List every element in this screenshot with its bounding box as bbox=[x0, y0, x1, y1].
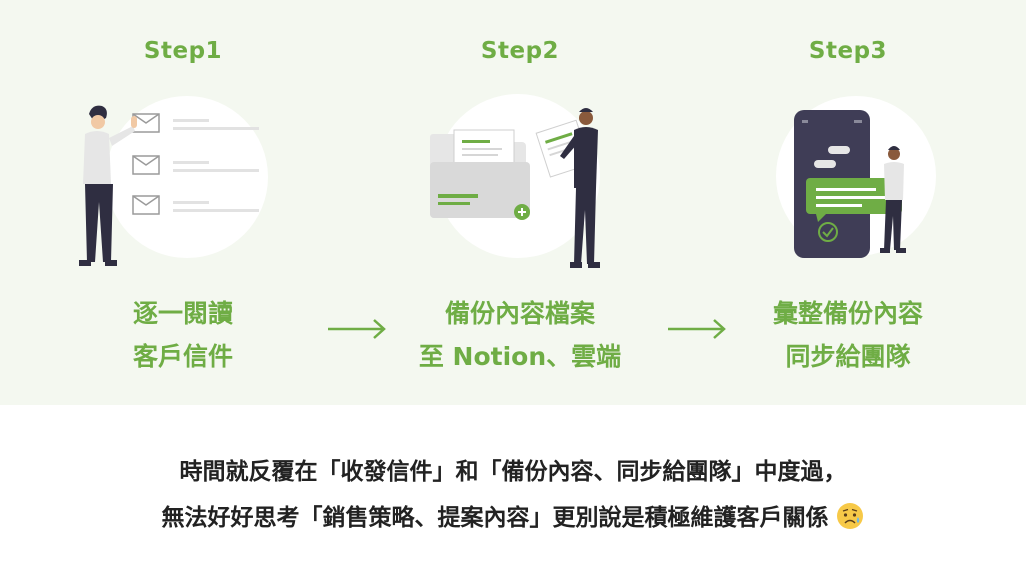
worried-face-emoji bbox=[836, 503, 863, 529]
step-1-line-2: 客戶信件 bbox=[132, 342, 233, 371]
mail-row-2 bbox=[132, 155, 259, 175]
person bbox=[79, 105, 137, 266]
step-3-line-1: 彙整備份內容 bbox=[772, 299, 923, 328]
read-mail-illustration bbox=[79, 96, 268, 266]
step-2-line-2: 至 Notion、雲端 bbox=[418, 342, 622, 371]
step-2-title: Step2 bbox=[480, 38, 560, 64]
person bbox=[880, 146, 906, 253]
folder bbox=[430, 129, 530, 220]
step-2-description: 備份內容檔案 至 Notion、雲端 bbox=[390, 292, 650, 378]
arrow-right-icon bbox=[328, 319, 386, 339]
step-1-description: 逐一閱讀 客戶信件 bbox=[53, 292, 313, 378]
summary-line-2-wrap: 無法好好思考「銷售策略、提案內容」更別說是積極維護客戶關係 bbox=[0, 498, 1026, 532]
summary-text: 時間就反覆在「收發信件」和「備份內容、同步給團隊」中度過， 無法好好思考「銷售策… bbox=[0, 405, 1026, 562]
step-1-line-1: 逐一閱讀 bbox=[132, 299, 233, 328]
message-bubble bbox=[806, 178, 902, 222]
summary-line-2: 無法好好思考「銷售策略、提案內容」更別說是積極維護客戶關係 bbox=[161, 505, 829, 531]
person bbox=[560, 108, 600, 268]
step-2-line-1: 備份內容檔案 bbox=[444, 299, 595, 328]
step-3-title: Step3 bbox=[808, 38, 888, 64]
step-3-description: 彙整備份內容 同步給團隊 bbox=[718, 292, 978, 378]
step-3-line-2: 同步給團隊 bbox=[785, 342, 911, 371]
step-1-title: Step1 bbox=[143, 38, 223, 64]
summary-line-1: 時間就反覆在「收發信件」和「備份內容、同步給團隊」中度過， bbox=[179, 459, 847, 485]
mail-row-3 bbox=[132, 195, 259, 215]
arrow-right-icon bbox=[668, 319, 726, 339]
steps-panel: Step1 bbox=[0, 0, 1026, 405]
team-sync-illustration bbox=[776, 96, 936, 258]
backup-files-illustration bbox=[430, 94, 600, 268]
